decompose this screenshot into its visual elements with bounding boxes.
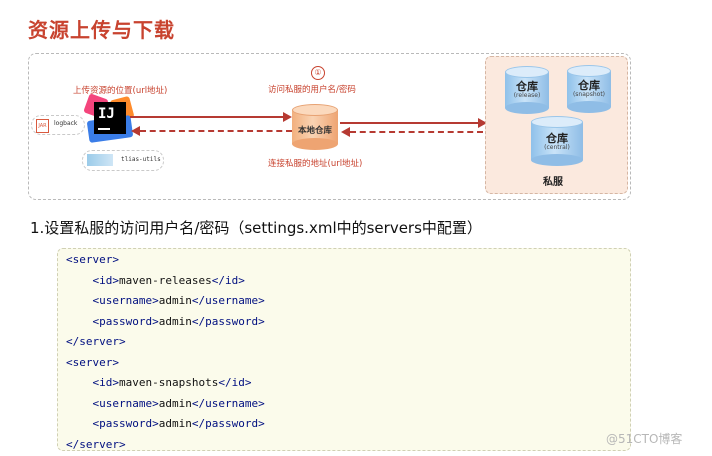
code-line: <username>admin</username>	[66, 294, 265, 307]
snapshot-repo-sub: (snapshot)	[572, 91, 606, 98]
download-arrow-right-segment	[350, 131, 483, 133]
release-repository-cylinder: 仓库 (release)	[505, 66, 549, 114]
local-repository-label: 本地仓库	[297, 126, 332, 136]
arrow-head-right-icon	[283, 112, 292, 122]
code-open-tag: <password>	[66, 417, 159, 430]
jar-icon: JAR	[36, 119, 49, 133]
code-line: <username>admin</username>	[66, 396, 265, 410]
central-repo-label: 仓库	[546, 132, 568, 145]
logback-label: logback	[54, 120, 78, 127]
section-heading: 1.设置私服的访问用户名/密码（settings.xml中的servers中配置…	[30, 219, 482, 237]
code-block	[57, 248, 631, 451]
access-credentials-label: 访问私服的用户名/密码	[268, 85, 356, 95]
ide-logo-text: IJ	[98, 106, 115, 122]
intellij-idea-icon: IJ	[83, 93, 135, 143]
code-open-tag: <server>	[66, 355, 119, 369]
module-icon	[87, 154, 113, 166]
arrow-head-left-icon-2	[341, 127, 350, 137]
tlias-utils-chip: tlias-utils	[82, 150, 164, 171]
code-line: <server>	[66, 253, 119, 266]
code-open-tag: <username>	[66, 294, 159, 307]
code-open-tag: </server>	[66, 335, 126, 348]
code-line: <server>	[66, 356, 119, 369]
logback-jar-chip: JAR logback	[31, 115, 85, 135]
snapshot-repo-label: 仓库	[578, 79, 600, 92]
local-repository-cylinder: 本地仓库	[292, 104, 338, 150]
code-close-tag: </id>	[218, 376, 252, 389]
release-repo-label: 仓库	[516, 80, 538, 93]
code-open-tag: <id>	[66, 273, 119, 287]
private-server-label: 私服	[543, 177, 563, 188]
code-line: <id>maven-releases</id>	[66, 273, 245, 287]
upload-location-label: 上传资源的位置(url地址)	[73, 86, 168, 96]
code-line: <id>maven-snapshots</id>	[66, 376, 251, 389]
code-text: admin	[158, 417, 192, 430]
code-line: </server>	[66, 438, 126, 451]
code-text: admin	[158, 396, 192, 410]
code-open-tag: </server>	[66, 437, 126, 451]
central-repository-cylinder: 仓库 (central)	[531, 116, 583, 166]
download-arrow-left-segment	[140, 130, 292, 132]
code-text: admin	[158, 294, 192, 307]
central-repo-sub: (central)	[544, 144, 570, 151]
upload-download-diagram	[28, 53, 631, 200]
upload-arrow-right-segment	[340, 122, 479, 124]
page-title: 资源上传与下载	[28, 18, 175, 42]
arrow-head-left-icon	[131, 126, 140, 136]
release-repo-sub: (release)	[513, 92, 541, 99]
code-close-tag: </username>	[191, 294, 265, 307]
code-text: maven-snapshots	[118, 376, 219, 389]
code-open-tag: <server>	[66, 253, 119, 266]
code-close-tag: </password>	[191, 417, 265, 430]
code-text: admin	[158, 314, 192, 328]
code-close-tag: </username>	[191, 396, 265, 410]
upload-arrow-left-segment	[130, 116, 285, 118]
connect-address-label: 连接私服的地址(url地址)	[268, 159, 363, 169]
watermark: @51CTO博客	[606, 432, 683, 446]
step-number-badge: ①	[311, 66, 325, 80]
arrow-head-right-icon-2	[478, 118, 487, 128]
code-line: <password>admin</password>	[66, 314, 265, 328]
code-close-tag: </id>	[211, 273, 245, 287]
code-open-tag: <id>	[66, 376, 119, 389]
code-open-tag: <username>	[66, 396, 159, 410]
tlias-utils-label: tlias-utils	[121, 156, 161, 163]
snapshot-repository-cylinder: 仓库 (snapshot)	[567, 65, 611, 113]
code-text: maven-releases	[118, 273, 212, 287]
code-line: <password>admin</password>	[66, 417, 265, 430]
code-line: </server>	[66, 335, 126, 348]
code-close-tag: </password>	[191, 314, 265, 328]
code-open-tag: <password>	[66, 314, 159, 328]
